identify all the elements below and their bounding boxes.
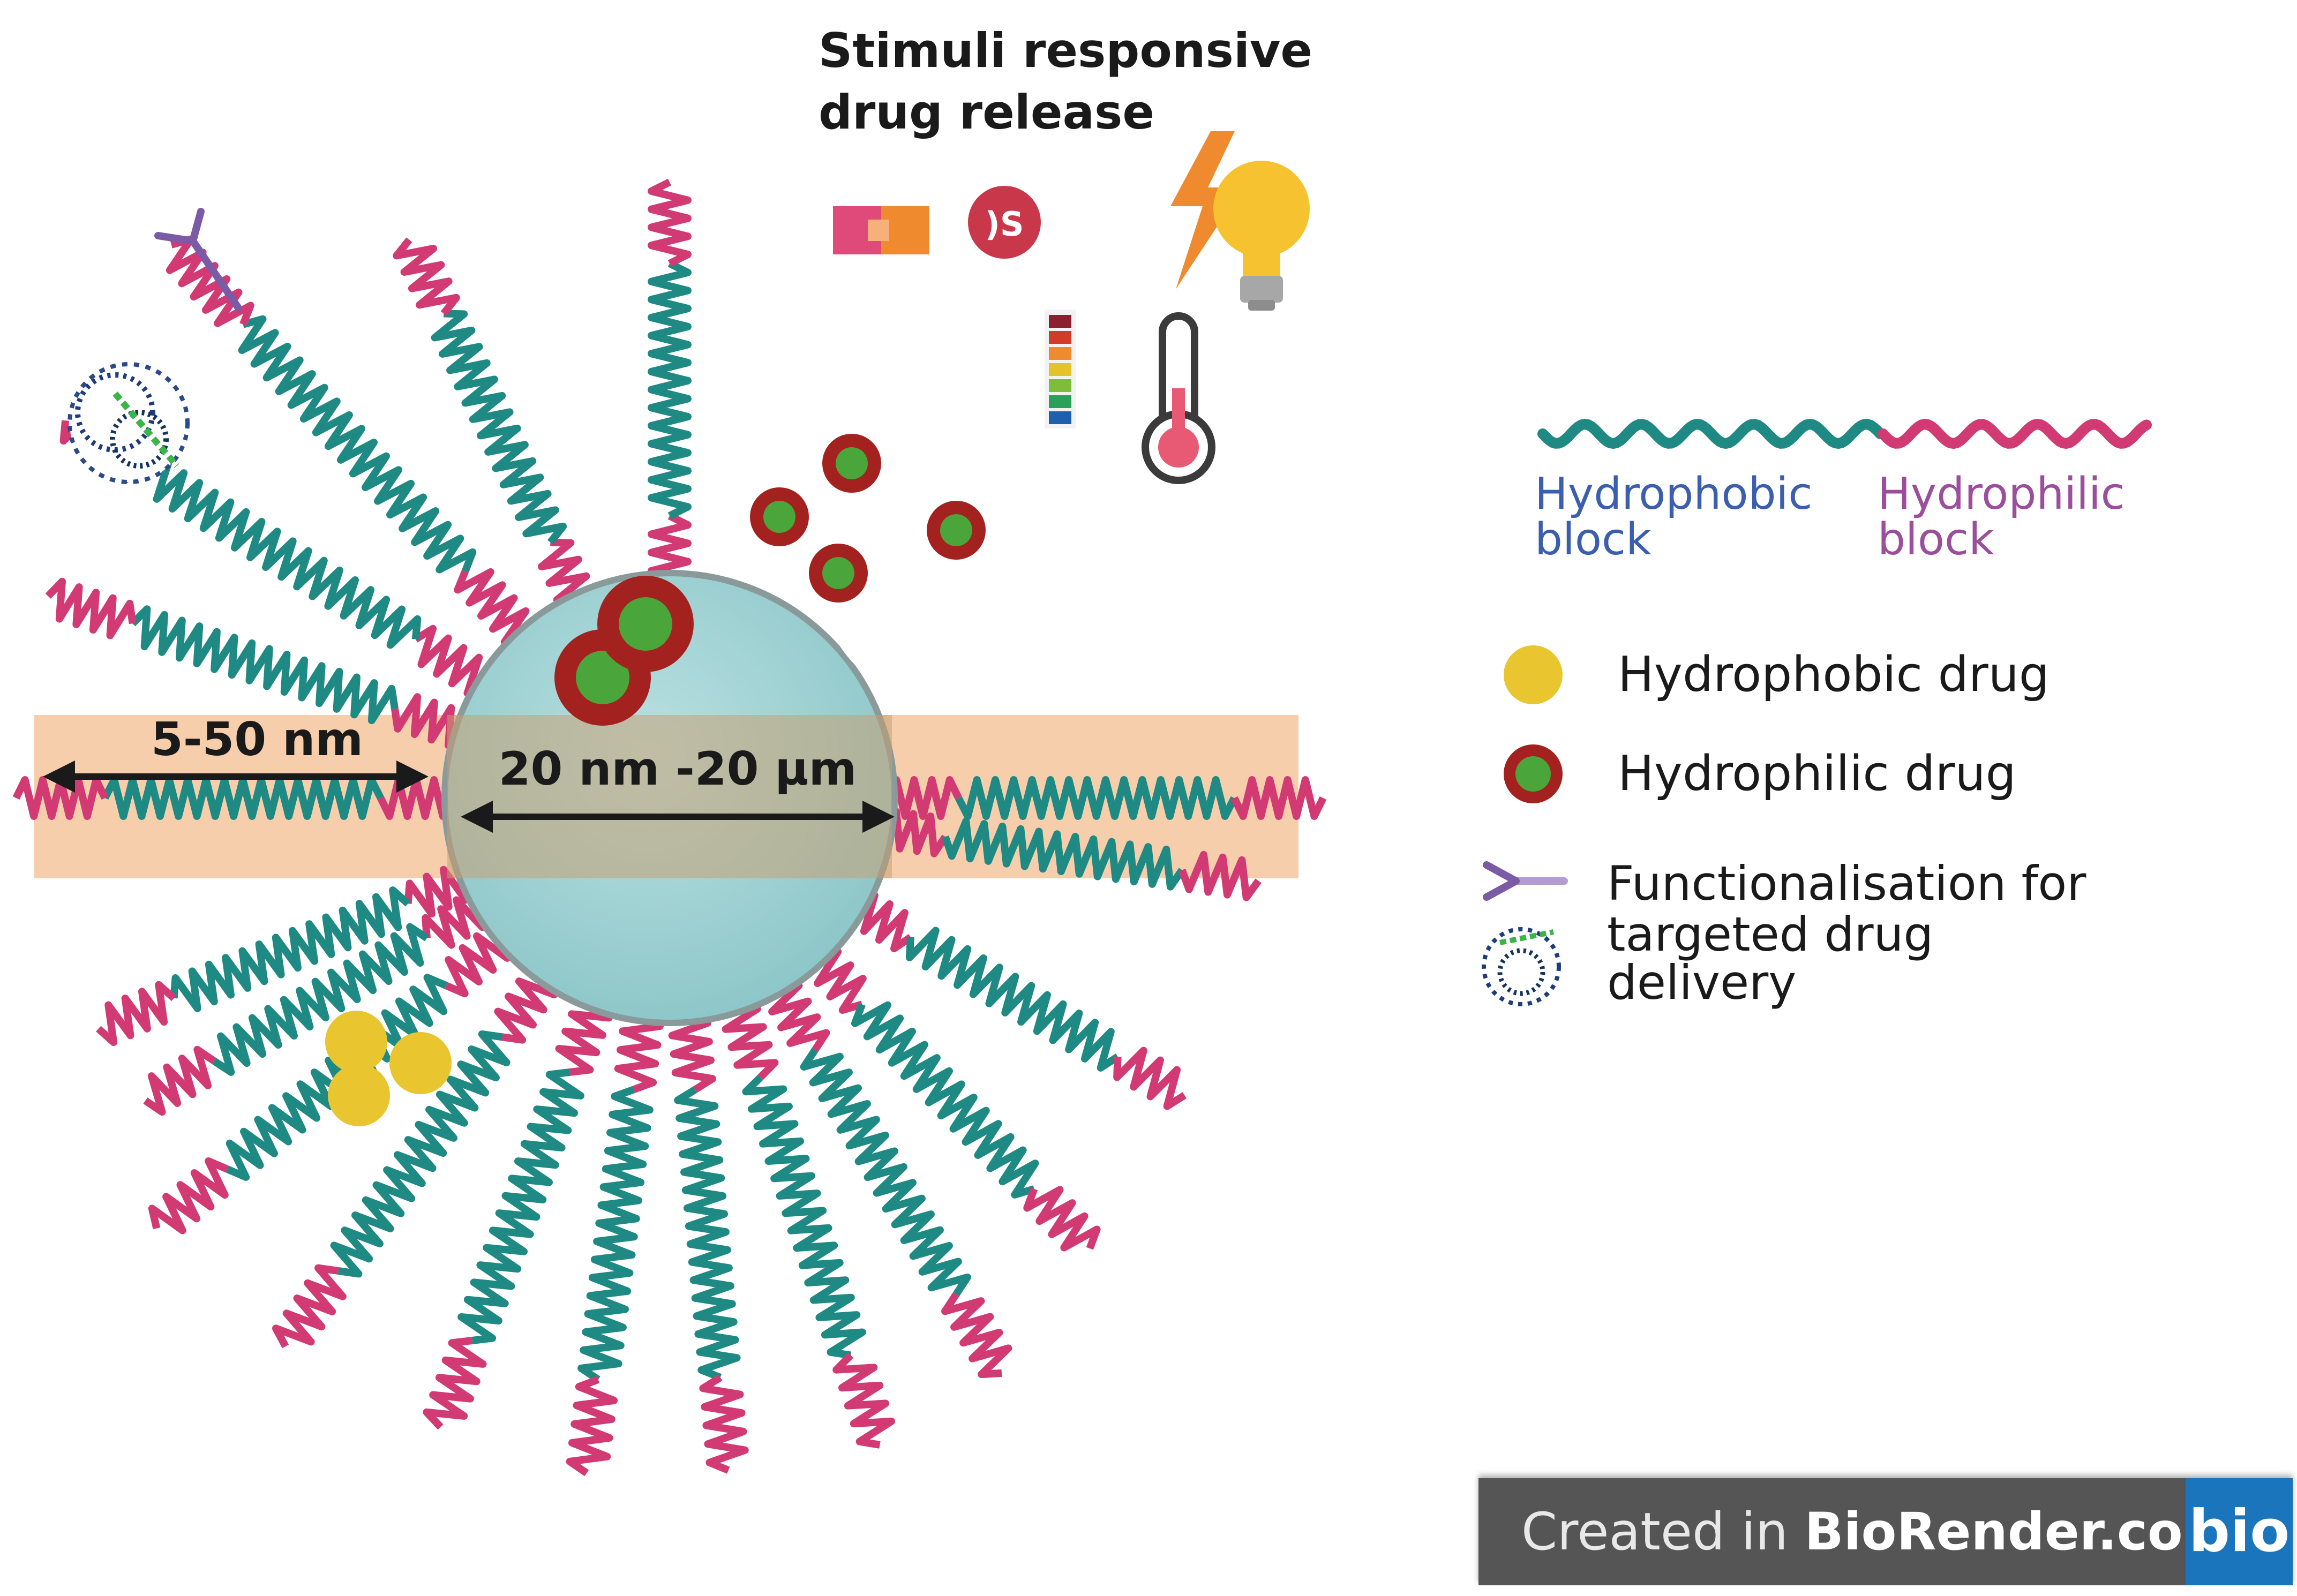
badge-text: Created in BioRender.com (1521, 1478, 2236, 1585)
legend-antibody-icon (1483, 861, 1568, 901)
badge-brand: BioRender.com (1804, 1502, 2236, 1562)
polymer-chain-segment (648, 178, 692, 267)
legend-functionalisation-line3: delivery (1607, 955, 1796, 1010)
antibody-icon (154, 208, 242, 312)
biorender-logo-icon: bio (2186, 1478, 2293, 1585)
core-band-overlay (447, 715, 892, 878)
legend-hydrophilic-drug-label: Hydrophilic drug (1618, 746, 2016, 802)
released-hydrophilic-drugs (750, 434, 986, 603)
hydrophobic-drug-cluster (325, 1011, 452, 1126)
magnet-icon (833, 206, 929, 254)
thermometer-icon (1142, 312, 1215, 484)
core-dimension-arrow (461, 801, 895, 833)
lightning-icon (1170, 131, 1243, 289)
polymer-chain-segment (742, 1074, 866, 1359)
polymer-chain-segment (457, 1068, 584, 1344)
polymer-chain-segment (431, 310, 567, 545)
polymer-chain-segment (577, 1086, 654, 1383)
badge-prefix: Created in (1521, 1502, 1805, 1562)
corona-dimension-arrow (43, 761, 429, 793)
legend-functionalisation-line2: targeted drug (1607, 907, 1933, 962)
core-dimension-label: 20 nm -20 μm (499, 742, 857, 796)
svg-text:)S: )S (985, 205, 1024, 244)
biorender-badge[interactable]: Created in BioRender.com bio (1478, 1478, 2293, 1585)
polymer-chain-segment (648, 260, 692, 520)
polymer-chain-segment (45, 577, 137, 639)
legend-hydrophobic-block-swatch (1537, 418, 1886, 449)
polymer-chain-segment (423, 1337, 487, 1430)
polymer-chain-segment (143, 1045, 216, 1116)
polymer-chain-segment (941, 1292, 1012, 1379)
polymer-chain-segment (800, 1048, 971, 1297)
legend-block-chain (1537, 418, 2152, 449)
polymer-chain-segment (238, 315, 477, 574)
polymer-chain-segment (96, 981, 177, 1046)
polymer-chain-segment (941, 817, 1185, 891)
polymer-chain-segment (393, 237, 460, 316)
hydrophilic-drug-pair (554, 576, 694, 726)
ultrasound-icon: )S (968, 186, 1041, 259)
legend: Hydrophobic block Hydrophilic block Hydr… (1482, 418, 2152, 1010)
legend-hydrophobic-block-line1: Hydrophobic (1535, 469, 1812, 520)
polymer-chain-segment (330, 1030, 511, 1278)
stimuli-title-line1: Stimuli responsive (819, 23, 1312, 78)
legend-hydrophilic-block-swatch (1878, 418, 2152, 449)
polymer-chain-segment (851, 1001, 1039, 1199)
legend-hydrophilic-block-line2: block (1878, 514, 1994, 565)
polymer-chain-segment (130, 605, 399, 725)
legend-protein-ligand-icon (1482, 927, 1561, 1006)
polymer-chain-segment (674, 1086, 741, 1381)
stimuli-title-line2: drug release (819, 85, 1154, 140)
polymer-chain-segment (166, 235, 254, 327)
polymer-chain-segment (148, 1157, 229, 1234)
legend-functionalisation-line1: Functionalisation for (1607, 856, 2086, 911)
legend-hydrophobic-block-line2: block (1535, 514, 1652, 565)
legend-hydrophobic-drug-label: Hydrophobic drug (1618, 646, 2050, 703)
light-bulb-icon (1213, 161, 1310, 311)
polymer-chain-segment (148, 460, 422, 649)
polymer-chains (12, 178, 1327, 1477)
stimuli-icons: )S (833, 131, 1310, 484)
polymer-chain-segment (1023, 1186, 1101, 1252)
polymer-chain-segment (905, 927, 1120, 1072)
polymer-chain-segment (1113, 1047, 1187, 1110)
polymer-chain-segment (1230, 776, 1327, 820)
polymer-chain-segment (832, 1352, 895, 1449)
polymer-chain-segment (272, 1264, 347, 1349)
polymer-chain-segment (566, 1376, 618, 1477)
ph-strip-icon (1045, 310, 1076, 428)
legend-hydrophilic-block-line1: Hydrophilic (1878, 469, 2125, 520)
legend-hydrophobic-drug-swatch (1504, 645, 1563, 704)
polymer-chain-segment (955, 776, 1238, 820)
corona-dimension-label: 5-50 nm (151, 713, 363, 766)
polymer-chain-segment (699, 1374, 749, 1474)
polymer-chain-segment (1178, 850, 1262, 901)
legend-hydrophilic-drug-swatch (1504, 744, 1563, 803)
polymer-chain-segment (170, 886, 411, 1012)
protein-ligand-icon (67, 362, 190, 484)
polymer-chain-segment (212, 923, 429, 1076)
